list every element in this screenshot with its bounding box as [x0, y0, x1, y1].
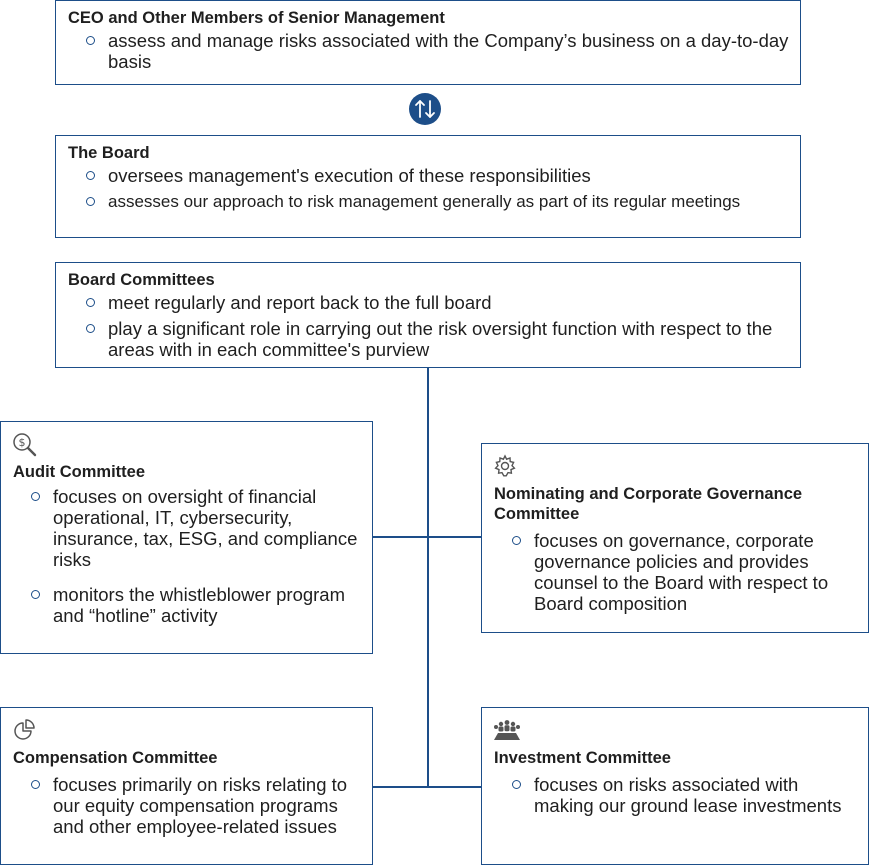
- nominating-committee-title: Nominating and Corporate Governance Comm…: [494, 485, 803, 523]
- board-bullet: oversees management's execution of these…: [68, 165, 790, 186]
- audit-committee-box: $ Audit Committee focuses on oversight o…: [0, 421, 373, 654]
- magnifier-dollar-icon: $: [11, 431, 37, 457]
- gear-icon: [492, 453, 518, 479]
- board-committees-bullet: meet regularly and report back to the fu…: [68, 292, 790, 313]
- board-committees-title: Board Committees: [68, 271, 215, 289]
- board-box: The Board oversees management's executio…: [55, 135, 801, 238]
- compensation-committee-box: Compensation Committee focuses primarily…: [0, 707, 373, 865]
- senior-management-box: CEO and Other Members of Senior Manageme…: [55, 0, 801, 85]
- investment-committee-box: Investment Committee focuses on risks as…: [481, 707, 869, 865]
- board-title: The Board: [68, 144, 150, 162]
- board-bullet: assesses our approach to risk management…: [68, 191, 790, 212]
- board-committees-bullet: play a significant role in carrying out …: [68, 318, 790, 360]
- audit-committee-bullet: focuses on oversight of financial operat…: [13, 486, 362, 570]
- investment-committee-bullet: focuses on risks associated with making …: [494, 774, 858, 816]
- senior-management-title: CEO and Other Members of Senior Manageme…: [68, 9, 445, 27]
- audit-committee-bullet: monitors the whistleblower program and “…: [13, 584, 362, 626]
- nominating-committee-box: Nominating and Corporate Governance Comm…: [481, 443, 869, 633]
- branch-line-audit-nominating: [372, 536, 482, 538]
- branch-line-compensation-investment: [372, 786, 482, 788]
- pie-chart-icon: [11, 717, 37, 743]
- swap-arrows-icon: [409, 93, 441, 125]
- compensation-committee-title: Compensation Committee: [13, 749, 218, 767]
- nominating-committee-bullet: focuses on governance, corporate governa…: [494, 530, 858, 614]
- trunk-line: [427, 367, 429, 787]
- board-committees-box: Board Committees meet regularly and repo…: [55, 262, 801, 368]
- people-table-icon: [492, 717, 520, 743]
- senior-management-bullet: assess and manage risks associated with …: [68, 30, 790, 72]
- svg-text:$: $: [19, 436, 26, 449]
- compensation-committee-bullet: focuses primarily on risks relating to o…: [13, 774, 362, 837]
- investment-committee-title: Investment Committee: [494, 749, 671, 767]
- audit-committee-title: Audit Committee: [13, 463, 145, 481]
